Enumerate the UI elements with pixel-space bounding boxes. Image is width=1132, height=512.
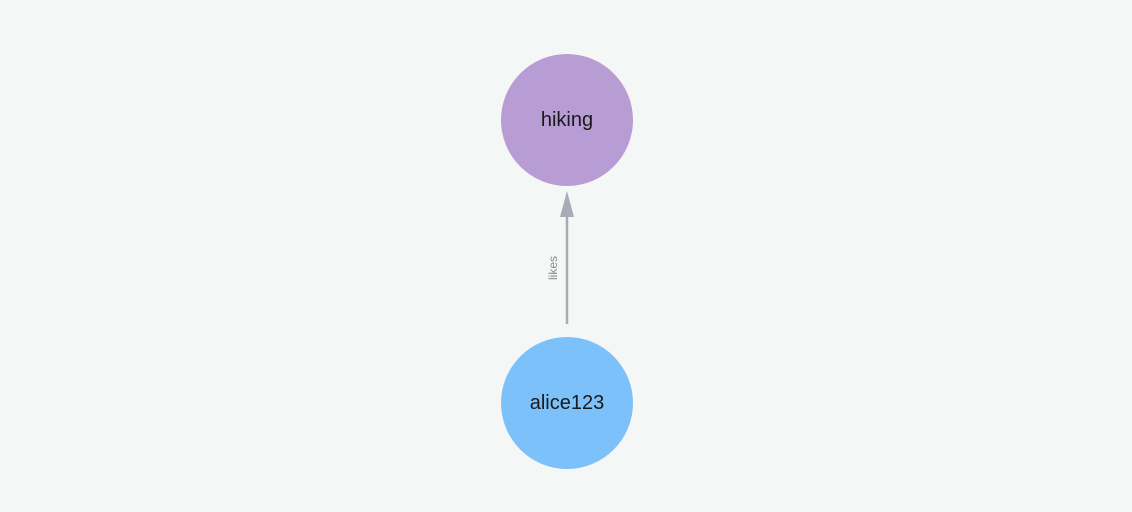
arrowhead-up-icon xyxy=(560,191,574,217)
edge-likes-arrow[interactable] xyxy=(553,188,581,328)
node-hiking-label: hiking xyxy=(540,109,594,131)
edge-likes-label: likes xyxy=(546,255,560,281)
node-hiking[interactable]: hiking xyxy=(501,54,633,186)
node-alice123-label: alice123 xyxy=(529,392,605,414)
node-alice123[interactable]: alice123 xyxy=(501,337,633,469)
